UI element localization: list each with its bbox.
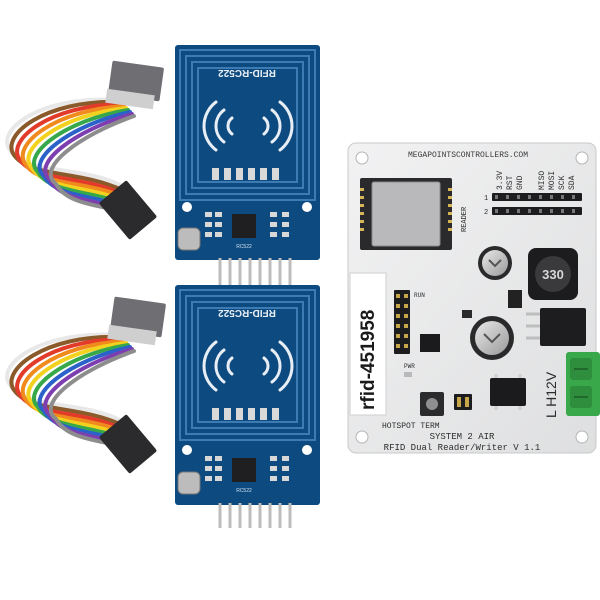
- svg-text:SDA: SDA: [568, 175, 577, 190]
- pin-labels: 3.3V RST GND MISO MOSI SCK SDA: [496, 171, 577, 190]
- ic-chip: [420, 334, 440, 352]
- chip-label: RC522: [236, 488, 252, 494]
- svg-text:GND: GND: [516, 175, 525, 190]
- reader-label: READER: [461, 206, 469, 232]
- module-label: RFID-RC522: [218, 67, 276, 78]
- nfc-waves-icon: [202, 100, 294, 152]
- rc522-chip: [232, 458, 256, 482]
- bridge-rectifier: [490, 378, 526, 406]
- mount-hole: [575, 430, 589, 444]
- hotspot-term-label: HOTSPOT TERM: [382, 422, 440, 431]
- svg-text:RST: RST: [506, 175, 515, 190]
- power-label: L H12V: [543, 371, 559, 418]
- pwr-led: [404, 372, 412, 377]
- mount-hole: [355, 430, 369, 444]
- jumper-cable-1: [5, 60, 164, 240]
- power-terminal: [566, 352, 600, 416]
- voltage-regulator: [540, 308, 586, 346]
- board-subtitle: RFID Dual Reader/Writer V 1.1: [384, 443, 541, 453]
- controller-board: MEGAPOINTSCONTROLLERS.COM 3.3V RST GND M…: [347, 142, 600, 454]
- jumper-cable-2: [5, 296, 166, 474]
- reader-number-2: 2: [484, 209, 488, 217]
- svg-text:MISO: MISO: [538, 171, 547, 190]
- hotspot-button: [420, 392, 444, 416]
- svg-text:3.3V: 3.3V: [496, 171, 505, 190]
- board-title: SYSTEM 2 AIR: [430, 432, 495, 442]
- mount-hole: [575, 151, 589, 165]
- rfid-module-1: RFID-RC522 RC522: [175, 45, 320, 286]
- svg-text:MOSI: MOSI: [548, 171, 557, 190]
- female-header-bottom: [99, 180, 157, 240]
- small-diode: [508, 290, 522, 308]
- svg-text:SCK: SCK: [558, 175, 567, 190]
- module-label: RFID-RC522: [218, 307, 276, 318]
- pwr-label: PWR: [404, 363, 415, 370]
- rfid-module-2: RFID-RC522 RC522: [175, 285, 320, 528]
- run-label: RUN: [414, 292, 425, 299]
- capacitor-bottom: [470, 316, 514, 360]
- website-label: MEGAPOINTSCONTROLLERS.COM: [408, 151, 528, 160]
- term-jumper: [454, 394, 472, 410]
- chip-label: RC522: [236, 244, 252, 250]
- esp32-module: [360, 178, 452, 250]
- mount-hole: [355, 151, 369, 165]
- nfc-waves-icon: [202, 340, 294, 392]
- svg-text:330: 330: [542, 267, 564, 282]
- reader-header-2: [492, 207, 582, 215]
- smd-part: [462, 310, 472, 318]
- svg-text:rfid-451958: rfid-451958: [358, 310, 379, 410]
- inductor: 330: [528, 248, 578, 300]
- capacitor-top: [478, 246, 512, 280]
- reader-header-1: [492, 193, 582, 201]
- reader-number-1: 1: [484, 195, 488, 203]
- rc522-chip: [232, 214, 256, 238]
- serial-sticker: rfid-451958: [349, 272, 387, 416]
